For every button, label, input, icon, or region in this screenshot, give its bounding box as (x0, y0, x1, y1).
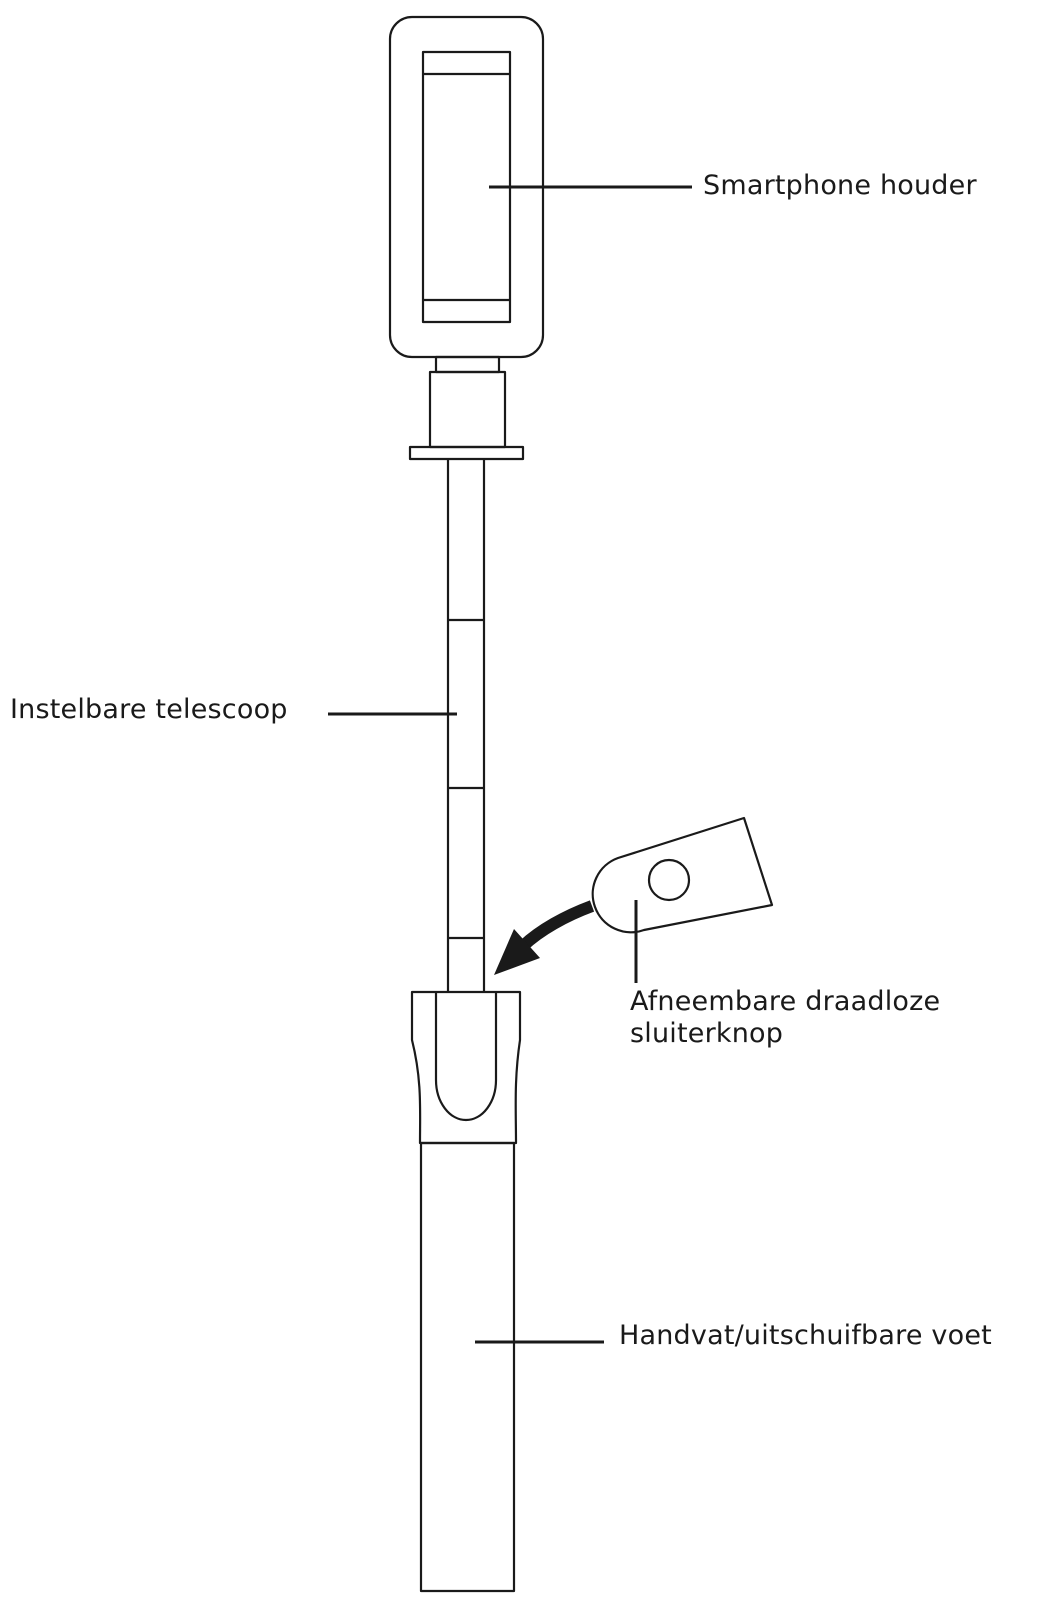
curved-arrow (494, 900, 595, 975)
label-shutter-line1: Afneembare draadloze (630, 986, 941, 1017)
label-handle: Handvat/uitschuifbare voet (619, 1320, 992, 1351)
label-telescope: Instelbare telescoop (10, 694, 288, 725)
holder-connector (408, 355, 525, 461)
handle (419, 1141, 516, 1593)
shutter-dock (410, 990, 522, 1145)
telescopic-pole (446, 459, 486, 992)
shutter-remote (591, 816, 774, 934)
label-smartphone-holder: Smartphone houder (703, 170, 977, 201)
leader-lines (328, 185, 692, 1344)
label-shutter-line2: sluiterknop (630, 1018, 784, 1049)
label-shutter-button: Afneembare draadloze sluiterknop (630, 986, 940, 1050)
